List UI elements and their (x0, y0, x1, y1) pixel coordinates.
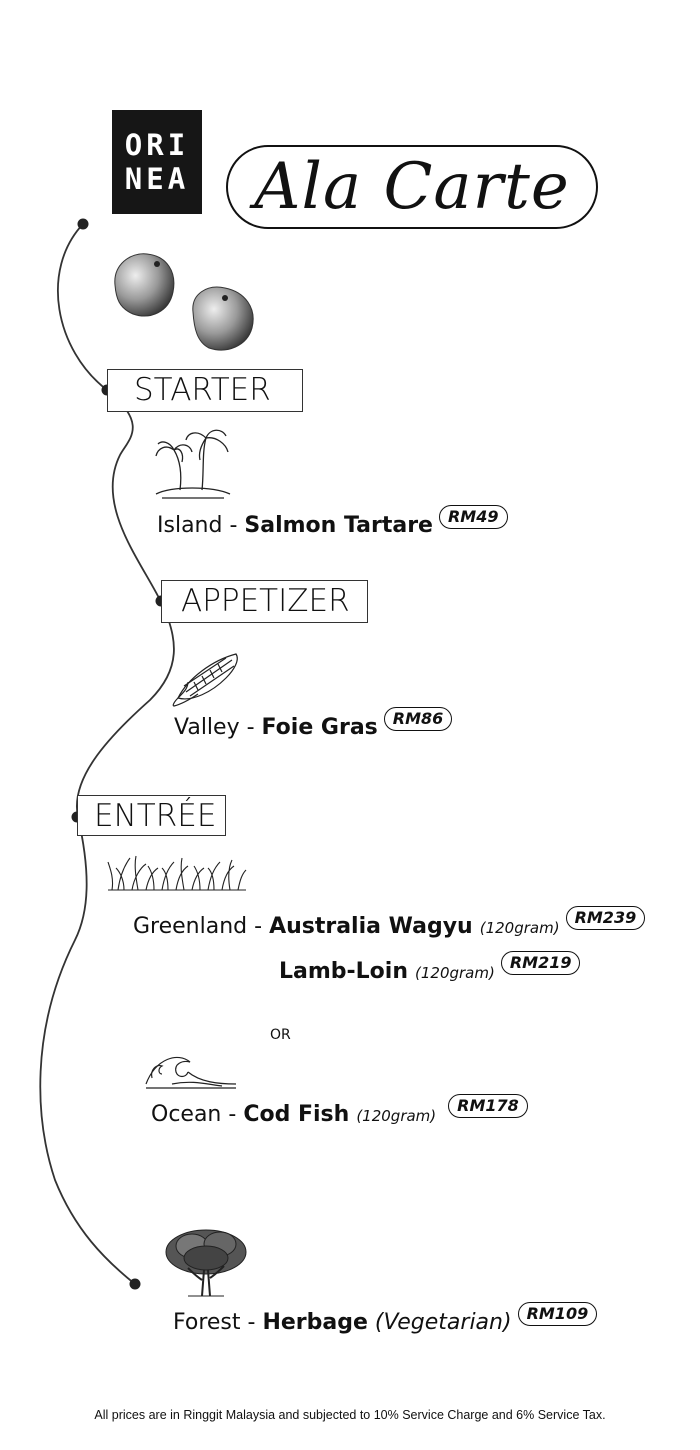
dish-place: Forest (173, 1310, 241, 1335)
tree-icon (165, 1229, 247, 1297)
corn-icon (172, 653, 238, 707)
dish-weight-note: (120gram) (479, 919, 560, 937)
wave-icon (145, 1056, 237, 1089)
price-badge: RM86 (383, 707, 453, 731)
palm-island-icon (155, 429, 231, 499)
logo-line-1: ORI (124, 128, 190, 162)
dish-ocean: Ocean - Cod Fish (120gram)RM178 (151, 1094, 528, 1127)
price-badge: RM109 (517, 1302, 598, 1326)
path-dot (77, 218, 89, 230)
dish-name: Lamb-Loin (279, 959, 409, 984)
logo-line-2: NEA (124, 162, 190, 196)
dish-name: Foie Gras (261, 715, 378, 740)
dish-forest: Forest - Herbage (Vegetarian)RM109 (173, 1302, 598, 1335)
section-appetizer: APPETIZER (161, 580, 368, 623)
dish-vegetarian-note: (Vegetarian) (374, 1310, 512, 1335)
dish-place: Greenland (133, 914, 248, 939)
dish-name: Herbage (262, 1310, 368, 1335)
orinea-logo: ORI NEA (112, 110, 202, 214)
dish-lamb-loin: Lamb-Loin (120gram) RM219 (279, 951, 581, 984)
dish-name: Cod Fish (243, 1102, 350, 1127)
price-badge: RM239 (565, 906, 646, 930)
dish-place: Island (157, 513, 223, 538)
dish-place: Ocean (151, 1102, 222, 1127)
seeds-icon (114, 253, 254, 351)
dish-weight-note: (120gram) (415, 964, 495, 982)
section-starter: STARTER (107, 369, 303, 412)
or-divider: OR (270, 1027, 291, 1043)
path-dot (129, 1278, 141, 1290)
dish-name: Salmon Tartare (244, 513, 433, 538)
price-badge: RM49 (438, 505, 508, 529)
dish-name: Australia Wagyu (269, 914, 473, 939)
section-entree: ENTRÉE (77, 795, 226, 836)
price-badge: RM219 (500, 951, 581, 975)
dish-greenland: Greenland - Australia Wagyu (120gram)RM2… (133, 906, 646, 939)
grass-icon (107, 855, 247, 891)
dish-place: Valley (174, 715, 240, 740)
price-badge: RM178 (448, 1094, 528, 1118)
page-title: Ala Carte (226, 145, 598, 229)
dish-weight-note: (120gram) (356, 1107, 437, 1125)
footer-note: All prices are in Ringgit Malaysia and s… (94, 1408, 606, 1422)
